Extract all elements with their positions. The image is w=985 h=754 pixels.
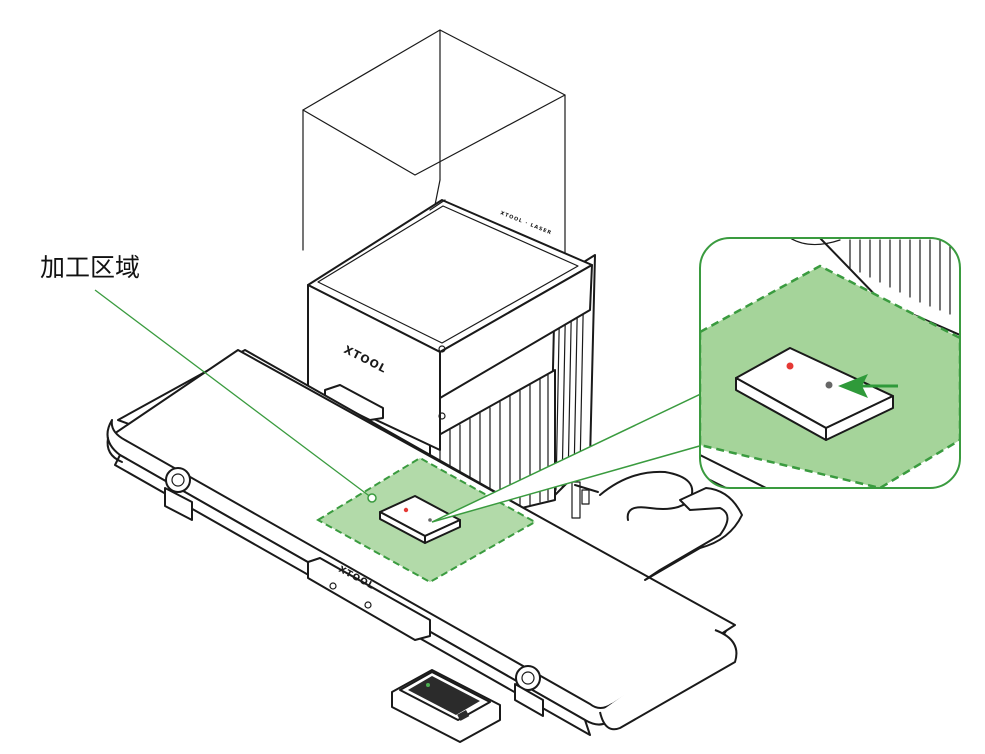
red-marker — [403, 507, 409, 513]
enclosure-panels — [302, 29, 566, 271]
power-cable — [571, 470, 743, 581]
inset-red-marker — [786, 362, 794, 370]
control-panel — [391, 669, 501, 743]
callout-leader — [94, 289, 377, 503]
magnifier-inset — [699, 237, 961, 489]
grey-marker — [428, 518, 432, 522]
inset-vents — [789, 238, 960, 336]
processing-zone-label: 加工区域 — [40, 253, 140, 282]
processing-zone — [316, 456, 538, 584]
inset-grey-marker — [825, 381, 833, 389]
offset-arrow — [838, 374, 898, 398]
